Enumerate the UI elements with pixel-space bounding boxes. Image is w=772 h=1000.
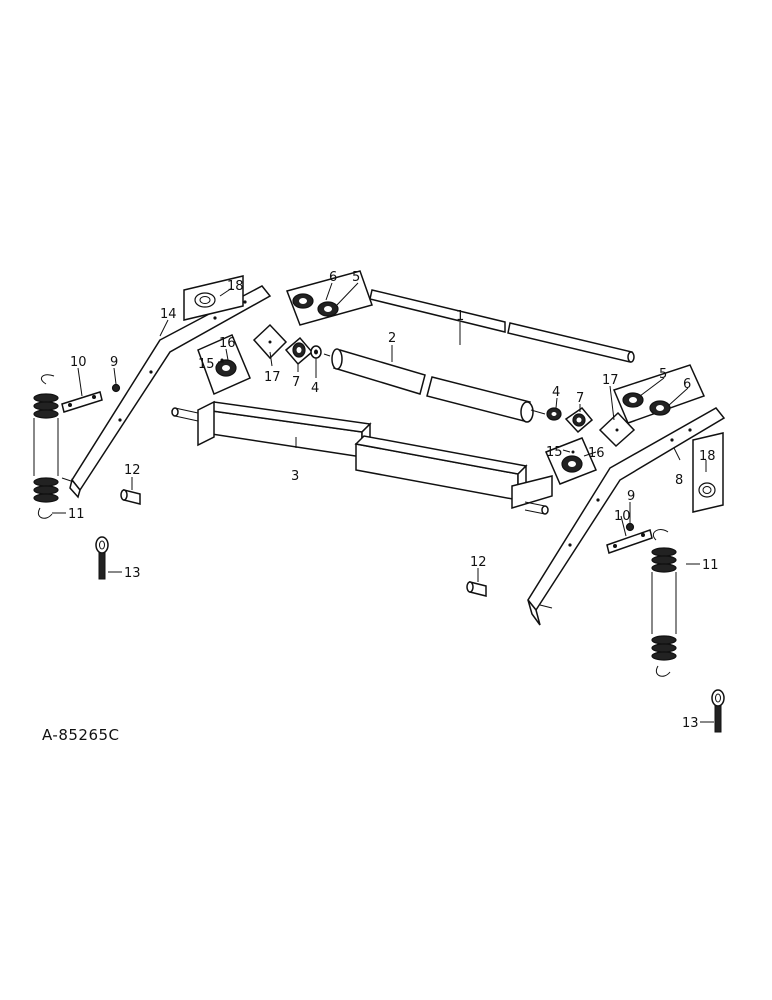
cross-tube-part-3 (171, 400, 553, 515)
callout-18-left: 18 (227, 279, 244, 294)
bolt-part-15-right (562, 449, 571, 453)
bearing-part-7-right (564, 406, 594, 434)
callout-9-right: 9 (627, 489, 635, 504)
nut-part-9-right (625, 522, 635, 532)
callout-5-right: 5 (659, 367, 667, 382)
collar-part-4-right (546, 407, 562, 421)
callout-13-left: 13 (124, 566, 141, 581)
plate-part-18-right (692, 432, 724, 513)
spring-part-11-right (651, 529, 677, 677)
callout-9-left: 9 (110, 355, 118, 370)
bearing-housing-part-16-right (544, 437, 598, 485)
plate-part-17-left (252, 323, 288, 360)
callout-15-right: 15 (546, 445, 563, 460)
callout-1: 1 (456, 309, 464, 324)
side-arm-part-8 (527, 407, 726, 626)
callout-8: 8 (675, 473, 683, 488)
leader-lines (52, 282, 714, 723)
callout-16-right: 16 (588, 446, 605, 461)
plate-part-18-left (183, 275, 244, 321)
callout-17-right: 17 (602, 373, 619, 388)
callout-17-left: 17 (264, 370, 281, 385)
callout-5-left: 5 (352, 270, 360, 285)
strap-part-10-left (61, 391, 103, 413)
bearing-part-7-left (284, 336, 314, 366)
eye-bolt-part-13-left (95, 536, 109, 580)
collar-part-4-left (310, 345, 322, 359)
callout-12-left: 12 (124, 463, 141, 478)
callout-7-right: 7 (576, 391, 584, 406)
callout-10-right: 10 (614, 509, 631, 524)
callout-2: 2 (388, 331, 396, 346)
plate-part-17-right (598, 411, 636, 448)
pin-part-12-right (466, 581, 487, 597)
callout-10-left: 10 (70, 355, 87, 370)
callout-7-left: 7 (292, 375, 300, 390)
callout-3: 3 (291, 469, 299, 484)
side-arm-part-14 (61, 285, 272, 499)
callout-11-left: 11 (68, 507, 85, 522)
callout-6-right: 6 (683, 377, 691, 392)
pin-part-12-left (120, 489, 141, 505)
callout-11-right: 11 (702, 558, 719, 573)
callout-14: 14 (160, 307, 177, 322)
nut-part-9-left (111, 383, 121, 393)
callout-15-left: 15 (198, 357, 215, 372)
callout-6-left: 6 (329, 270, 337, 285)
plate-part-5-6-left (286, 270, 373, 326)
callout-13-right: 13 (682, 716, 699, 731)
callout-labels: 1 2 3 4 4 5 5 6 6 7 7 8 9 9 10 10 11 11 … (68, 270, 719, 731)
strap-part-10-right (606, 529, 653, 554)
roller-part-2 (323, 348, 546, 423)
plate-part-5-6-right (612, 364, 706, 424)
drawing-code: A-85265C (42, 726, 120, 744)
spring-part-11-left (33, 374, 59, 519)
callout-12-right: 12 (470, 555, 487, 570)
eye-bolt-part-13-right (711, 689, 725, 733)
callout-4-right: 4 (552, 385, 560, 400)
bearing-housing-part-16-left (197, 334, 251, 396)
callout-4-left: 4 (311, 381, 319, 396)
callout-16-left: 16 (219, 336, 236, 351)
callout-18-right: 18 (699, 449, 716, 464)
shaft-part-1 (369, 289, 635, 363)
